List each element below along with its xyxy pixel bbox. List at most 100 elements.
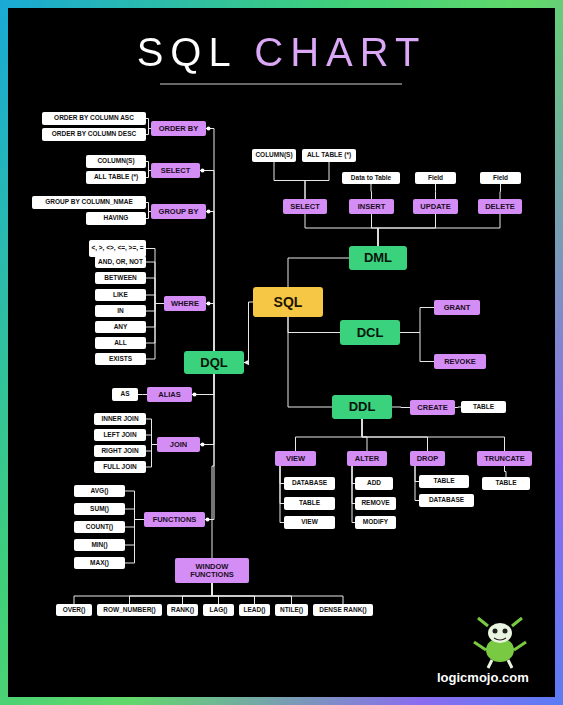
watermark-text: logicmojo.com [437, 670, 529, 685]
box-text: VIEW [301, 519, 318, 526]
box-text: TRUNCATE [484, 455, 525, 463]
category-box: DQL [184, 351, 244, 374]
connector [400, 308, 434, 333]
item-box: <, >, <>, <=, >=, = [89, 240, 146, 257]
item-box: REMOVE [355, 497, 396, 510]
box-text: DROP [417, 455, 439, 463]
item-box: ORDER BY COLUMN ASC [42, 112, 146, 125]
chart-title: SQL CHART [0, 30, 563, 75]
item-box: AVG() [74, 485, 125, 497]
clause-box: SELECT [151, 163, 200, 178]
connector [280, 466, 284, 523]
box-text: SQL [274, 295, 303, 310]
connector [212, 583, 343, 604]
item-box: Field [480, 172, 521, 184]
item-box: INNER JOIN [94, 413, 146, 425]
box-text: ALIAS [158, 391, 181, 399]
item-box: TABLE [419, 475, 469, 488]
box-text: FUNCTIONS [153, 516, 197, 524]
box-text: TABLE [299, 500, 320, 507]
box-text: WINDOW FUNCTIONS [175, 563, 249, 579]
box-text: BETWEEN [104, 275, 137, 282]
box-text: AND, OR, NOT [98, 259, 143, 266]
item-box: LAG() [203, 604, 234, 616]
box-text: DCL [357, 326, 384, 340]
mascot-icon [474, 618, 526, 668]
clause-box: ALIAS [147, 387, 192, 402]
connector [378, 214, 500, 246]
connector [212, 583, 255, 604]
clause-box: TRUNCATE [477, 451, 532, 466]
box-text: GROUP BY [159, 208, 199, 216]
connector [130, 583, 213, 604]
box-text: INSERT [358, 203, 386, 211]
box-text: ALL TABLE (*) [94, 174, 138, 181]
connector [146, 278, 164, 304]
connector [505, 466, 507, 477]
clause-box: JOIN [157, 437, 200, 452]
box-text: GRANT [444, 304, 471, 312]
clause-box: ALTER [347, 451, 387, 466]
box-text: ALTER [355, 455, 379, 463]
connector [400, 333, 434, 362]
connector [206, 212, 214, 352]
box-text: DATABASE [429, 497, 464, 504]
item-box: MODIFY [355, 516, 396, 529]
item-box: DENSE RANK() [313, 604, 373, 616]
box-text: RIGHT JOIN [101, 448, 138, 455]
box-text: TABLE [473, 404, 494, 411]
item-box: NTILE() [275, 604, 308, 616]
box-text: COLUMN(S) [97, 158, 134, 165]
box-text: CREATE [417, 404, 447, 412]
connector [146, 249, 164, 304]
connector [212, 583, 292, 604]
connector [305, 214, 378, 246]
item-box: DATABASE [284, 477, 335, 490]
item-box: ALL TABLE (*) [302, 149, 356, 162]
item-box: IN [95, 305, 146, 317]
item-box: FULL JOIN [94, 461, 146, 473]
box-text: COLUMN(S) [255, 152, 292, 159]
box-text: ADD [367, 480, 381, 487]
item-box: TABLE [284, 497, 335, 510]
connector [146, 295, 164, 304]
item-box: AND, OR, NOT [95, 256, 146, 268]
box-text: NTILE() [280, 607, 303, 614]
box-text: RANK() [171, 607, 194, 614]
box-text: DQL [200, 356, 227, 370]
category-box: DDL [332, 395, 392, 419]
item-box: Data to Table [342, 172, 400, 184]
box-text: SUM() [90, 506, 109, 513]
box-text: IN [117, 308, 124, 315]
junction-dot [201, 169, 205, 173]
clause-box: REVOKE [434, 354, 486, 369]
connector [192, 374, 214, 395]
box-text: HAVING [104, 215, 129, 222]
connector [378, 214, 436, 246]
clause-box: GRANT [434, 300, 480, 315]
box-text: ORDER BY COLUMN ASC [54, 115, 134, 122]
item-box: AS [112, 388, 138, 401]
box-text: LEAD() [243, 607, 265, 614]
item-box: LIKE [95, 289, 146, 301]
root-box: SQL [253, 287, 323, 317]
item-box: OVER() [56, 604, 92, 616]
box-text: COUNT() [86, 524, 113, 531]
clause-box: VIEW [275, 451, 316, 466]
item-box: ALL TABLE (*) [86, 171, 146, 184]
clause-box: GROUP BY [151, 204, 206, 219]
box-text: UPDATE [420, 203, 450, 211]
connector [125, 520, 144, 564]
box-text: Field [428, 175, 443, 182]
item-box: VIEW [284, 516, 335, 529]
box-text: MODIFY [363, 519, 388, 526]
clause-box: ORDER BY [151, 121, 206, 136]
junction-dot [207, 127, 211, 131]
item-box: COLUMN(S) [252, 149, 296, 162]
clause-box: DELETE [478, 199, 522, 214]
connector [206, 304, 214, 352]
item-box: LEFT JOIN [94, 429, 146, 441]
box-text: AS [120, 391, 129, 398]
connector [392, 407, 410, 409]
